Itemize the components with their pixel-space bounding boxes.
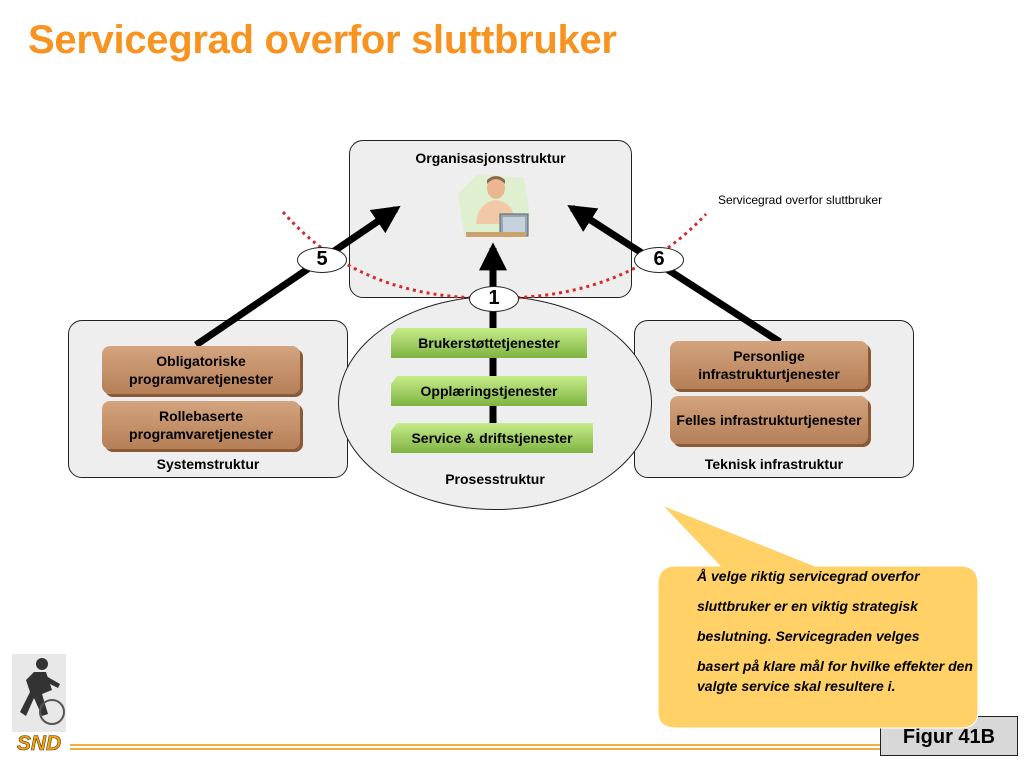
callout-line: sluttbruker er en viktig strategisk: [697, 598, 918, 614]
logo-text: SND: [16, 732, 62, 756]
block-personlige: Personlige infrastrukturtjenester: [670, 341, 868, 389]
curve-label: Servicegrad overfor sluttbruker: [718, 193, 883, 207]
callout-text: Å velge riktig servicegrad overfor slutt…: [697, 566, 973, 696]
page-title: Servicegrad overfor sluttbruker: [28, 18, 617, 62]
bar-opplaering: Opplæringstjenester: [391, 376, 587, 406]
badge-5: 5: [297, 247, 347, 273]
callout-line: basert på klare mål for hvilke effekter …: [697, 658, 973, 694]
bar-service-drift: Service & driftstjenester: [391, 423, 593, 453]
prosess-label: Prosesstruktur: [445, 471, 545, 487]
callout-line: Å velge riktig servicegrad overfor: [697, 568, 920, 584]
block-rollebaserte: Rollebaserte programvaretjenester: [102, 401, 300, 449]
person-at-computer-icon: [458, 174, 530, 238]
badge-1: 1: [469, 286, 519, 312]
organisasjon-label: Organisasjonsstruktur: [415, 150, 566, 166]
system-label: Systemstruktur: [156, 456, 260, 472]
badge-6: 6: [634, 247, 684, 273]
snd-logo: SND: [12, 654, 66, 760]
block-obligatoriske: Obligatoriske programvaretjenester: [102, 346, 300, 394]
teknisk-label: Teknisk infrastruktur: [704, 456, 844, 472]
runner-logo-icon: [12, 654, 66, 732]
figure-label: Figur 41B: [880, 716, 1018, 756]
callout-line: beslutning. Servicegraden velges: [697, 628, 920, 644]
block-felles: Felles infrastrukturtjenester: [670, 396, 868, 444]
footer-rule: [70, 744, 880, 754]
bar-brukerstotte: Brukerstøttetjenester: [391, 328, 587, 358]
